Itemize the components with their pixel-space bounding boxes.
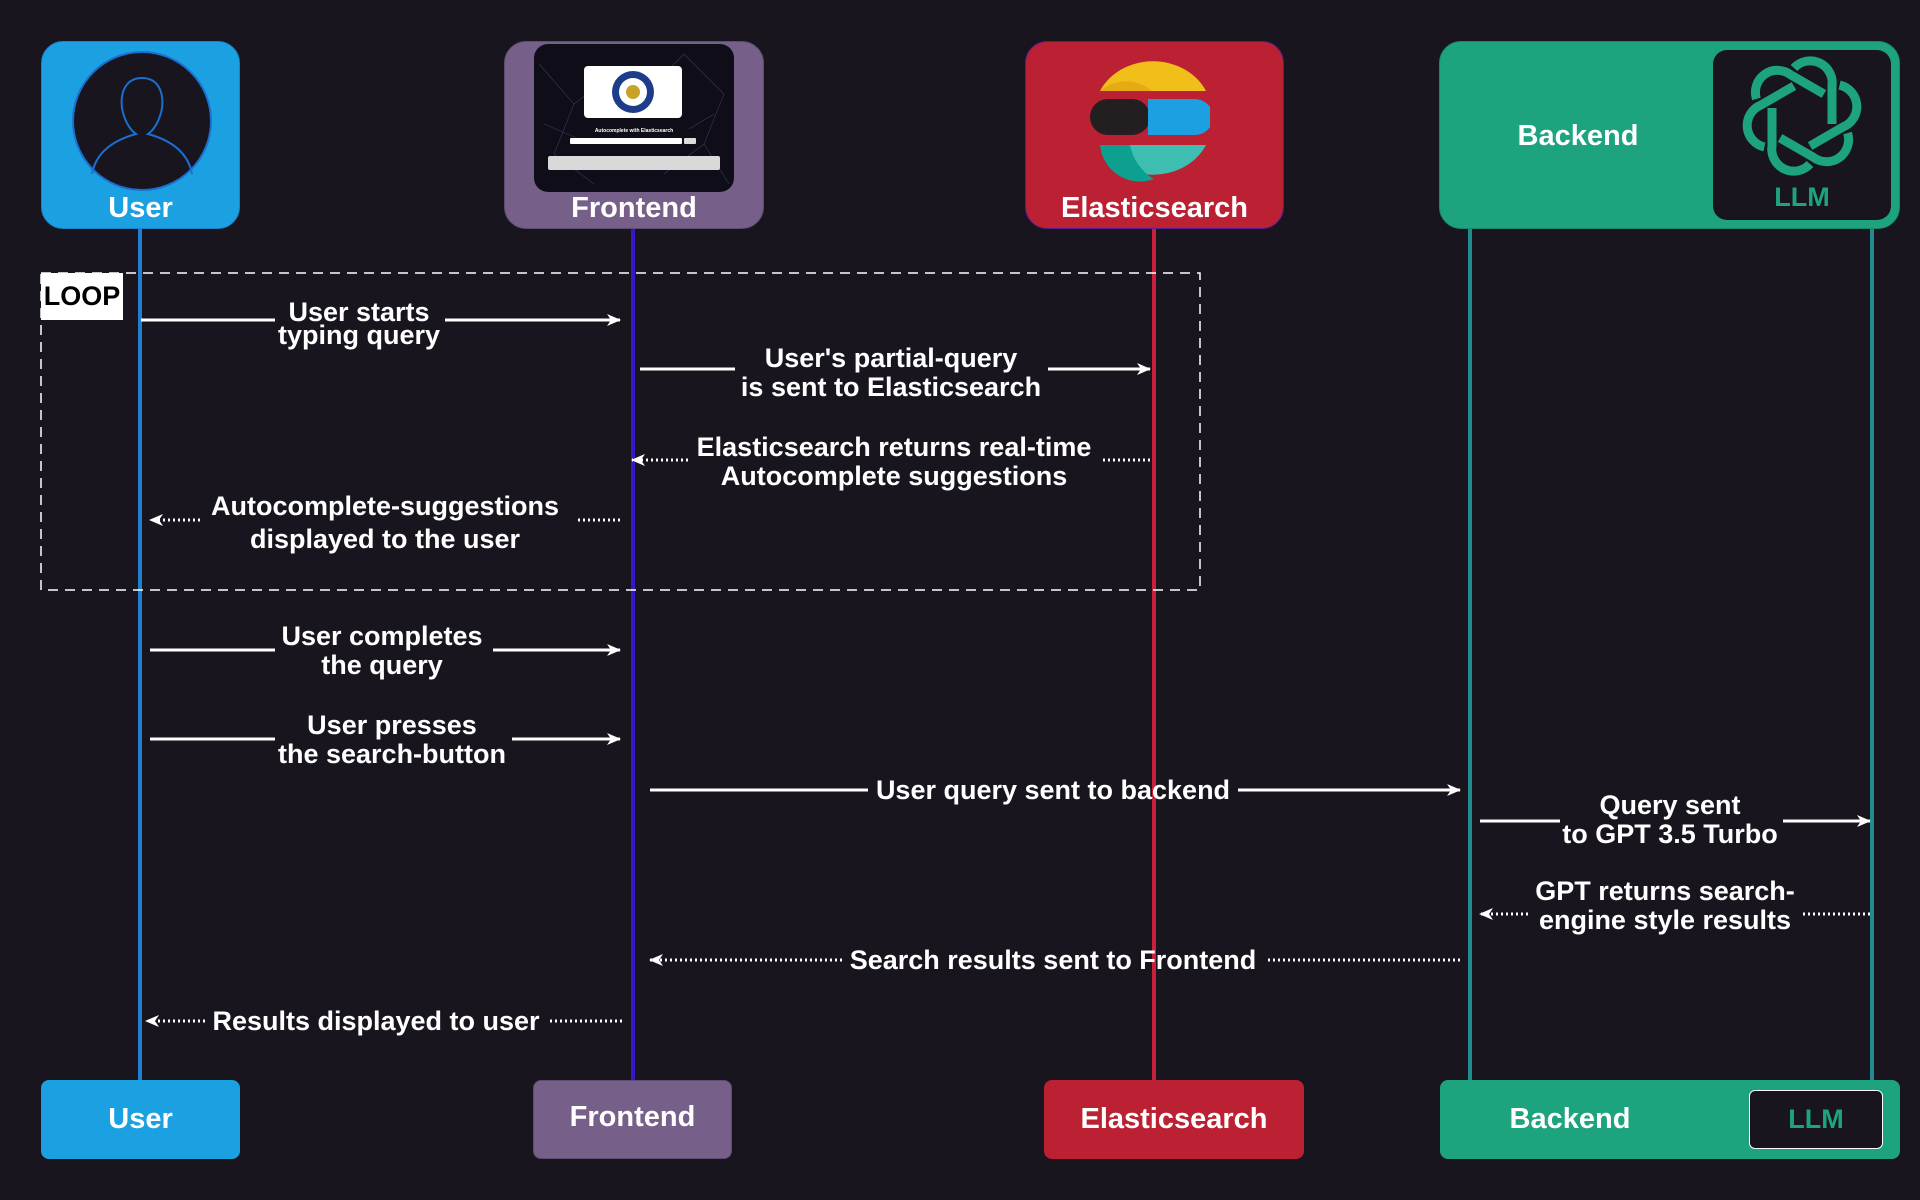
message-m10-line1: Search results sent to Frontend (849, 945, 1257, 975)
message-m10: Search results sent to Frontend (850, 946, 1257, 975)
message-m6-line1: User presses (307, 710, 477, 740)
user-actor-label: User (108, 192, 173, 224)
message-m1-line2: typing query (277, 320, 441, 350)
openai-logo-icon (1742, 56, 1862, 176)
frontend-screenshot-thumbnail: Autocomplete with Elasticsearch (534, 44, 734, 192)
llm-footer: LLM (1749, 1090, 1883, 1149)
frontend-actor-label: Frontend (571, 192, 697, 224)
message-m6: User presses the search-button (278, 711, 506, 769)
elasticsearch-logo-icon (1090, 61, 1210, 182)
user-silhouette-icon (72, 51, 212, 191)
backend-actor-label: Backend (1517, 120, 1639, 152)
thumbnail-generate-button (548, 156, 720, 170)
message-m2: User's partial-query is sent to Elastics… (741, 344, 1041, 402)
elasticsearch-actor-label: Elasticsearch (1060, 192, 1248, 224)
thumbnail-search-button (684, 138, 696, 144)
message-m9-line2: engine style results (1538, 905, 1792, 935)
backend-footer: Backend LLM (1440, 1080, 1900, 1159)
message-m11: Results displayed to user (212, 1007, 539, 1036)
llm-actor-label: LLM (1774, 182, 1830, 212)
drdo-logo-card (584, 66, 682, 118)
frontend-thumbnail-caption: Autocomplete with Elasticsearch (594, 128, 674, 134)
loop-frame (40, 272, 1201, 591)
message-m3-line1: Elasticsearch returns real-time (696, 432, 1092, 462)
message-m7-line1: User query sent to backend (875, 775, 1231, 805)
message-m6-line2: the search-button (277, 739, 507, 769)
message-m4-line2: displayed to the user (249, 524, 521, 554)
message-m1: User starts typing query (278, 298, 440, 350)
message-m11-line1: Results displayed to user (212, 1006, 540, 1036)
thumbnail-search-input (570, 138, 682, 144)
message-m3-line2: Autocomplete suggestions (720, 461, 1068, 491)
backend-actor: Backend LLM (1439, 41, 1900, 229)
llm-actor: LLM (1713, 50, 1891, 220)
message-m2-line2: is sent to Elasticsearch (740, 372, 1042, 402)
message-m4: Autocomplete-suggestions displayed to th… (211, 490, 559, 556)
message-m5-line2: the query (321, 650, 443, 680)
emblem-icon (612, 71, 654, 113)
message-m8: Query sent to GPT 3.5 Turbo (1562, 791, 1778, 849)
frontend-footer: Frontend (533, 1080, 732, 1159)
message-m4-line1: Autocomplete-suggestions (210, 491, 560, 521)
backend-footer-label: Backend (1509, 1103, 1631, 1135)
message-m8-line2: to GPT 3.5 Turbo (1562, 819, 1778, 849)
message-m9: GPT returns search- engine style results (1535, 877, 1795, 935)
message-m2-line1: User's partial-query (764, 343, 1018, 373)
message-m5: User completes the query (281, 622, 482, 680)
elasticsearch-footer: Elasticsearch (1044, 1080, 1304, 1159)
user-footer: User (41, 1080, 240, 1159)
elasticsearch-actor: Elasticsearch (1025, 41, 1284, 229)
message-m8-line1: Query sent (1599, 790, 1741, 820)
message-m7: User query sent to backend (876, 776, 1230, 805)
message-m9-line1: GPT returns search- (1535, 876, 1795, 906)
message-m5-line1: User completes (281, 621, 483, 651)
loop-label: LOOP (41, 273, 123, 320)
message-m1-line1: User starts (288, 297, 430, 327)
user-actor: User (41, 41, 240, 229)
message-m3: Elasticsearch returns real-time Autocomp… (697, 433, 1092, 491)
frontend-actor: Autocomplete with Elasticsearch Frontend (504, 41, 764, 229)
